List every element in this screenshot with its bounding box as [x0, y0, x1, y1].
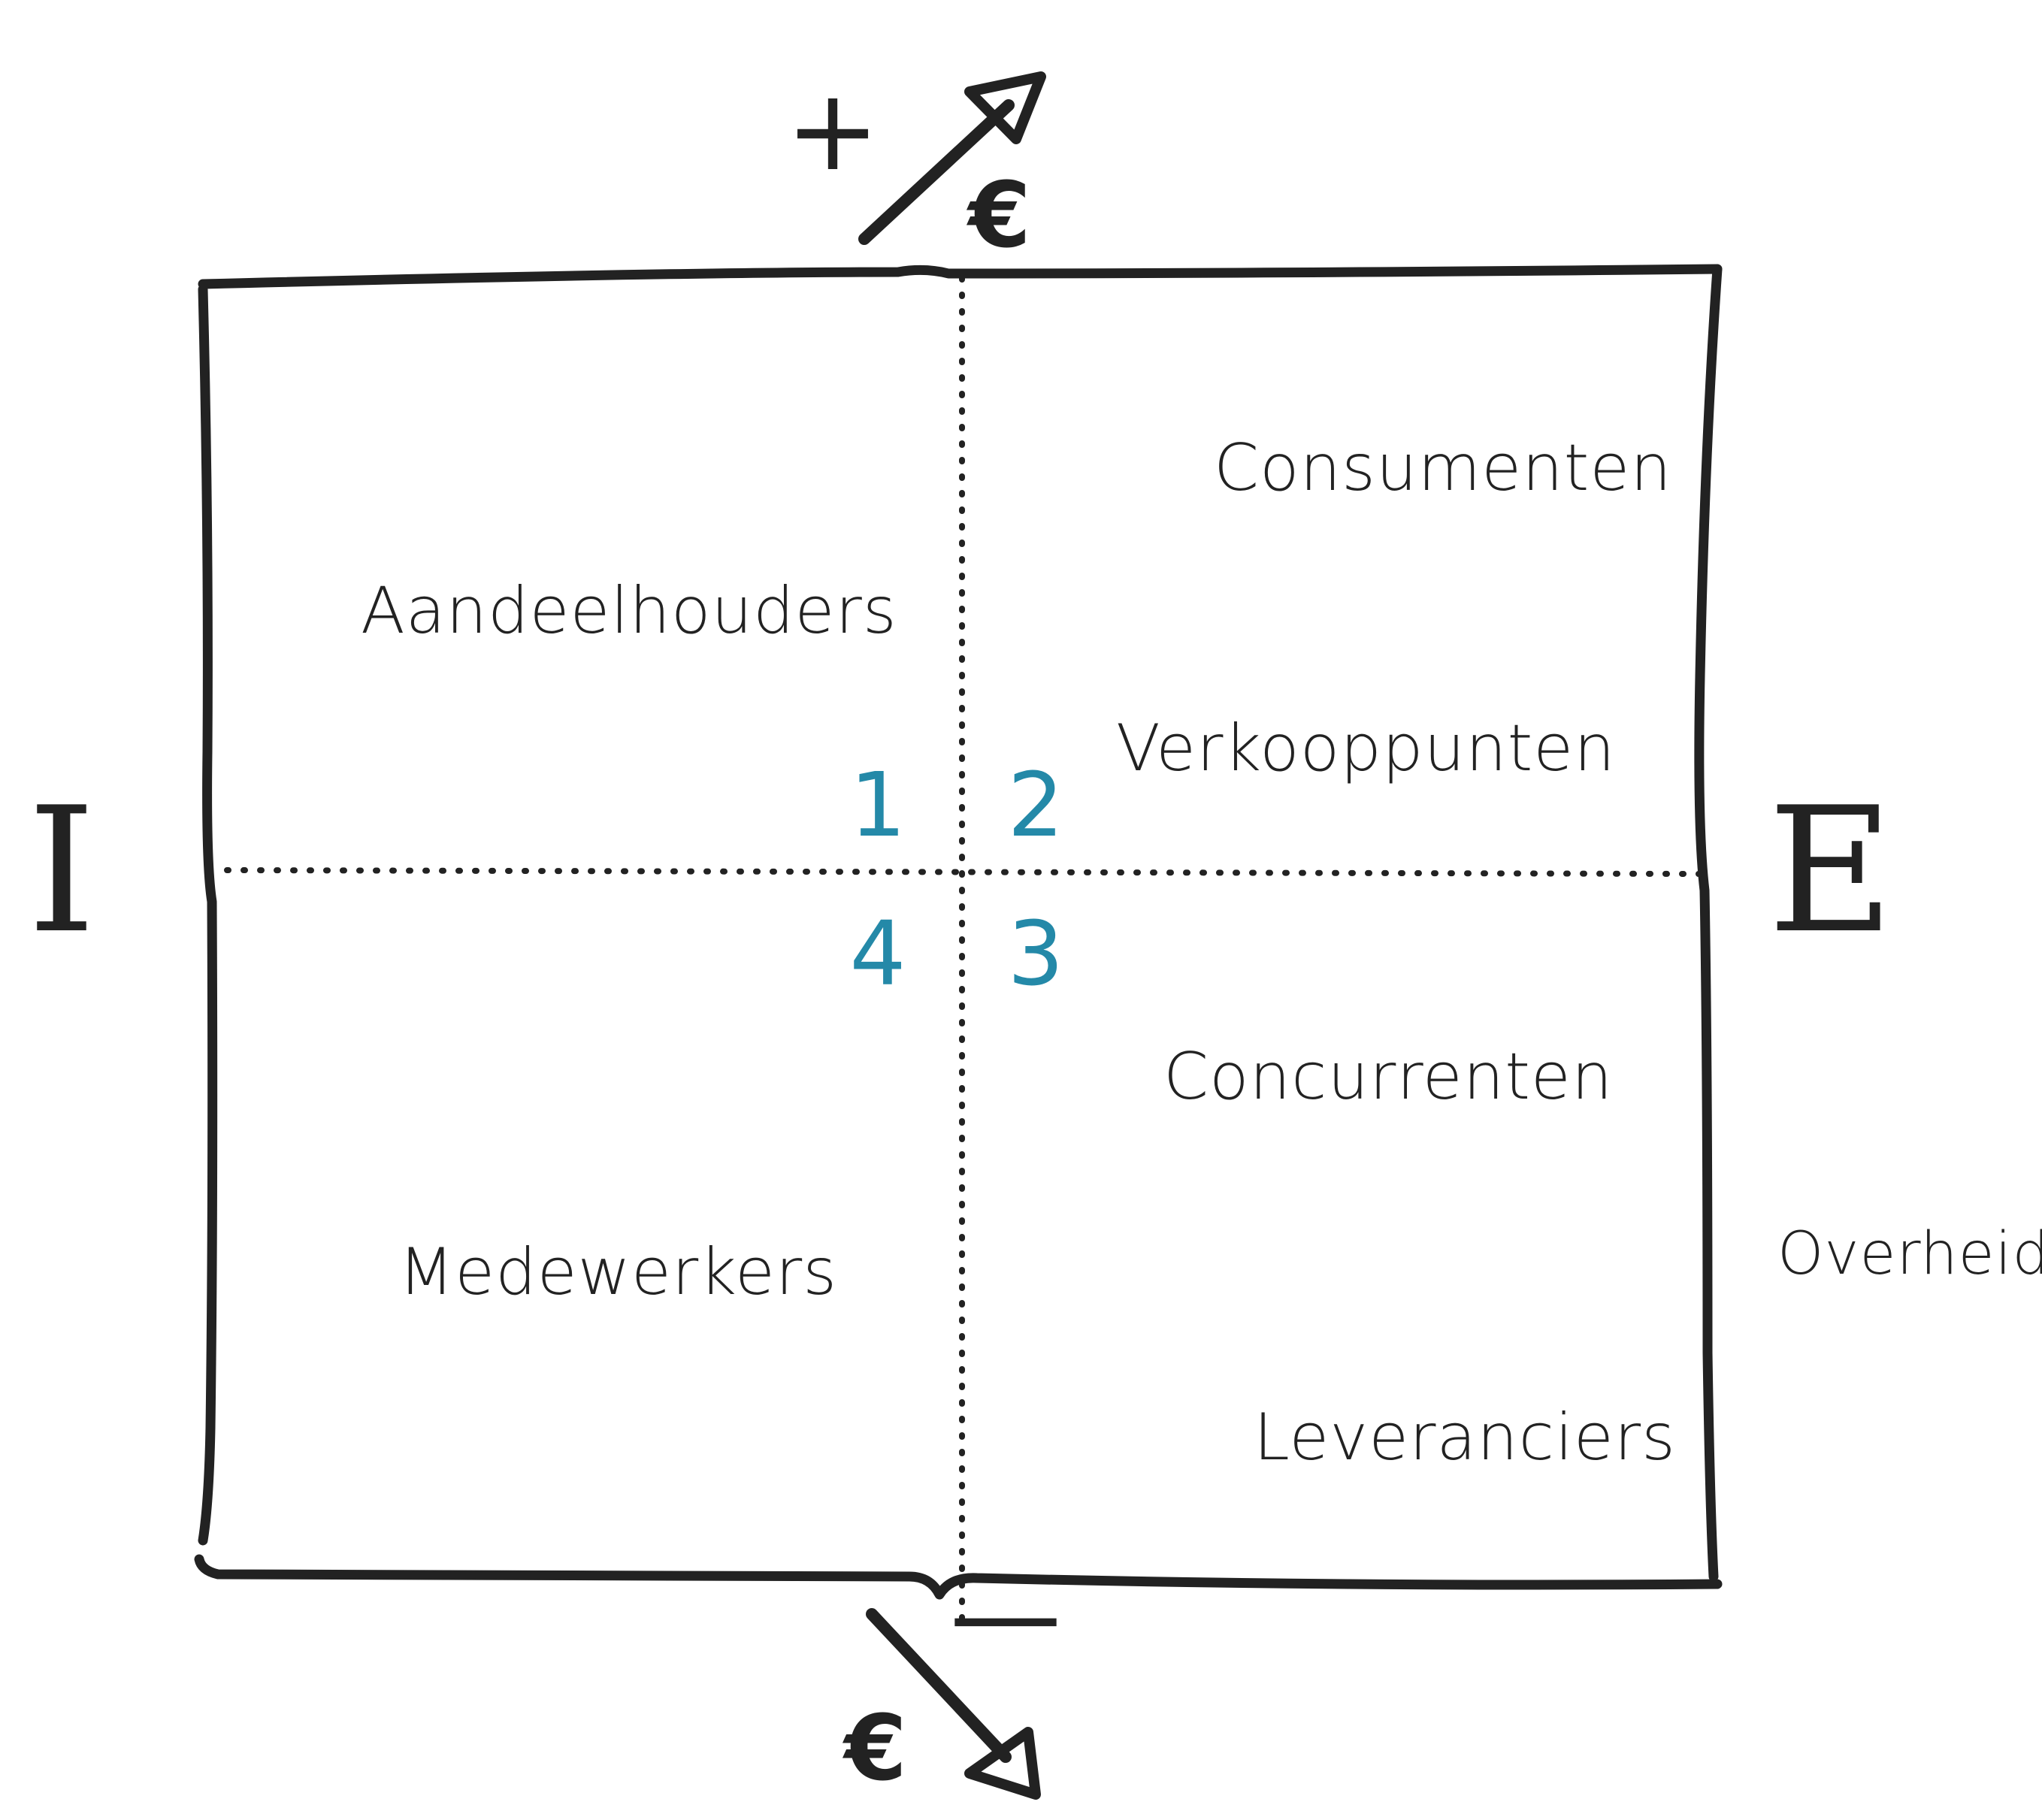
label-leveranciers: Leveranciers: [1254, 1400, 1676, 1475]
internal-letter: I: [28, 771, 96, 972]
quadrant-number-4: 4: [849, 902, 906, 1005]
label-medewerkers: Medewerkers: [398, 1235, 837, 1310]
quadrant-number-1: 1: [849, 753, 906, 857]
frame-left-edge: [198, 284, 218, 1546]
frame-right-edge: [1694, 264, 1723, 1582]
quadrant-number-2: 2: [1007, 753, 1063, 857]
label-verkooppunten: Verkooppunten: [1116, 711, 1616, 786]
increase-arrow-icon: [858, 71, 1046, 245]
top-euro-sign: €: [966, 164, 1031, 268]
label-consumenten: Consumenten: [1214, 431, 1672, 506]
label-concurrenten: Concurrenten: [1163, 1039, 1613, 1114]
label-overheid: Overheid: [1777, 1220, 2042, 1288]
decrease-arrow-icon: [866, 1608, 1041, 1800]
bottom-euro-sign: €: [842, 1697, 907, 1801]
quadrant-frame: [194, 264, 1723, 1600]
dotted-horizontal-axis: [224, 867, 1703, 877]
frame-top-edge: [198, 264, 1723, 289]
top-plus-sign: +: [785, 65, 880, 196]
label-aandeelhouders: Aandeelhouders: [361, 573, 897, 648]
bottom-minus-sign: —: [949, 1549, 1062, 1680]
external-letter: E: [1768, 771, 1894, 972]
dotted-axes: [224, 275, 1703, 1622]
quadrant-number-3: 3: [1007, 902, 1063, 1005]
frame-bottom-edge: [194, 1554, 1723, 1600]
